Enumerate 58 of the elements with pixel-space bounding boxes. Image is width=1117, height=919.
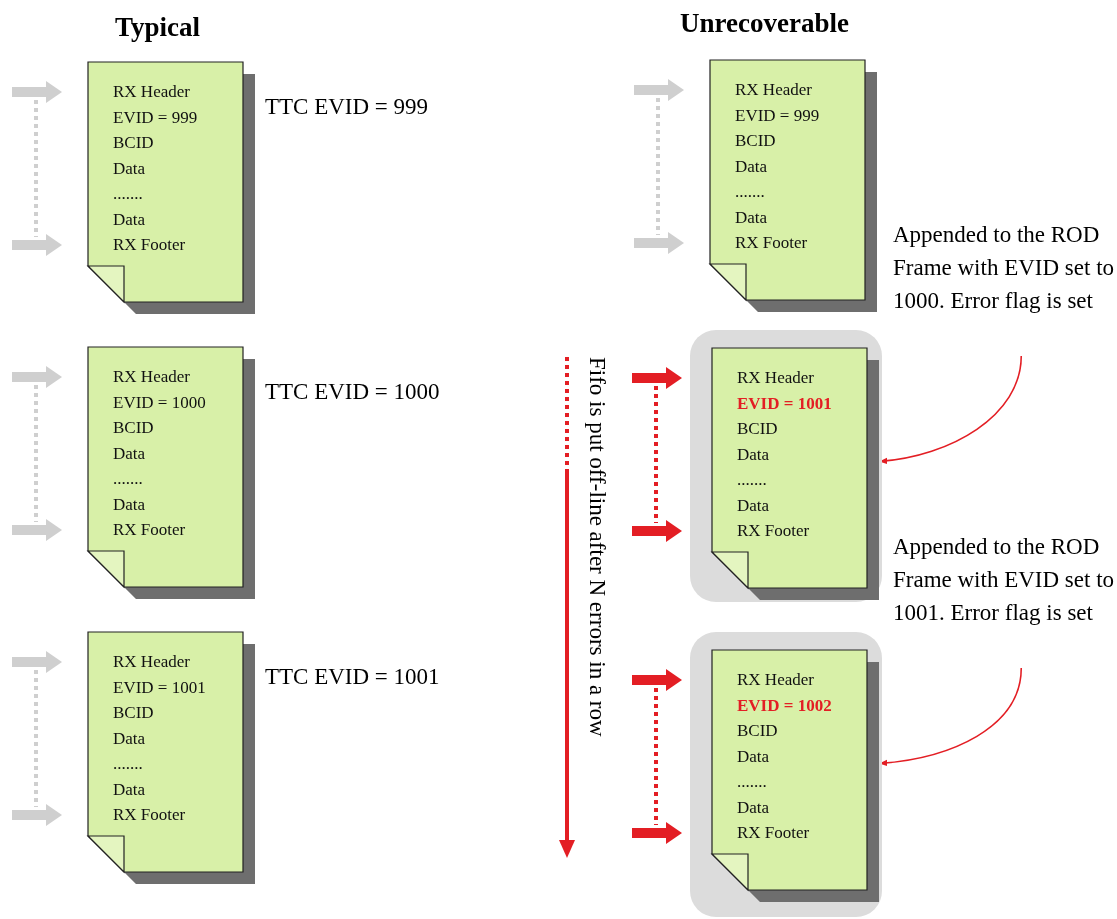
frame-line: ....... [113,184,143,204]
frame-line: EVID = 999 [113,107,198,128]
frame-line: RX Header [113,367,190,387]
frame-line: Data [113,728,146,749]
frame-line: Data [737,495,770,516]
highlight-panel [690,330,882,602]
frame-line: RX Footer [113,805,186,825]
annotation-text: Appended to the ROD Frame with EVID set to 1001. Error flag is set [893,533,1115,627]
frame-line: RX Footer [735,233,808,253]
frame-line: ....... [737,772,767,792]
document-sheet [710,60,877,312]
frame-line: RX Header [737,368,814,388]
document-sheet [712,650,879,902]
frame-line: RX Footer [113,520,186,540]
frame-line: RX Header [113,652,190,672]
frame-line: EVID = 999 [735,105,820,126]
annotation-text: Appended to the ROD Frame with EVID set to 1000. Error flag is set [893,221,1115,315]
frame-line: RX Header [735,80,812,100]
frame-line: Data [737,797,770,818]
frame-line: Data [737,746,770,767]
frame-line: BCID [113,703,154,723]
frame-line: Data [113,443,146,464]
highlight-panel [690,632,882,917]
document-sheet [88,347,255,599]
frame-line: EVID = 1001 [737,393,832,414]
frame-line: BCID [737,721,778,741]
frame-line: Data [113,779,146,800]
frame-line: Data [113,209,146,230]
frame-line: EVID = 1000 [113,392,206,413]
frame-line: ....... [113,469,143,489]
frame-line: ....... [737,470,767,490]
rotated-note: Fifo is put off-line after N errors in a row [584,357,610,737]
frame-line: BCID [735,131,776,151]
trigger-label: TTC EVID = 999 [265,94,429,120]
frame-line: Data [735,207,768,228]
frame-line: EVID = 1001 [113,677,206,698]
frame-line: ....... [113,754,143,774]
frame-line: BCID [113,418,154,438]
frame-line: RX Header [737,670,814,690]
frame-line: Data [113,494,146,515]
column-heading: Typical [115,12,200,43]
column-heading: Unrecoverable [680,8,849,39]
trigger-label: TTC EVID = 1000 [265,379,440,405]
frame-line: RX Footer [737,521,810,541]
document-sheet [712,348,879,600]
frame-line: BCID [737,419,778,439]
frame-line: ....... [735,182,765,202]
frame-line: EVID = 1002 [737,695,832,716]
document-sheet [88,62,255,314]
frame-line: RX Footer [737,823,810,843]
frame-line: RX Footer [113,235,186,255]
frame-line: RX Header [113,82,190,102]
frame-line: BCID [113,133,154,153]
frame-line: Data [735,156,768,177]
document-sheet [88,632,255,884]
frame-line: Data [737,444,770,465]
trigger-label: TTC EVID = 1001 [265,664,440,690]
frame-line: Data [113,158,146,179]
